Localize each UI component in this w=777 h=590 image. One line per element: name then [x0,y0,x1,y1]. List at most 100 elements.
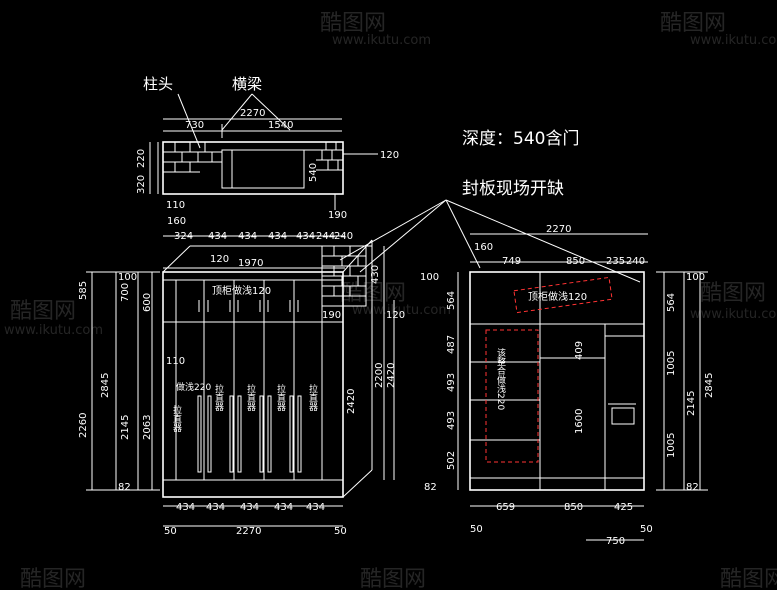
front-inner-width-dim: 1970 [238,258,263,269]
plan-right-dim: 1540 [268,120,293,131]
front-left-offset-dim: 160 [167,216,186,227]
front-right-430-dim: 430 [370,265,381,284]
front-right-120-dim: 120 [386,310,405,321]
beam-label: 横梁 [232,75,262,93]
plan-bottom-right-dim: 190 [328,210,347,221]
watermark-url: www.ikutu.com [352,303,451,318]
section-left-v-5: 502 [446,451,457,470]
front-right-v-2: 2420 [386,363,397,388]
watermark-url: www.ikutu.com [690,307,777,322]
plan-brick-right [316,142,343,171]
front-handles [197,300,302,473]
section-bottom-seg-1: 850 [564,502,583,513]
section-top-seg-1: 850 [566,256,585,267]
front-left-110-dim: 110 [166,356,185,367]
front-right-190-dim: 190 [322,310,341,321]
seal-note: 封板现场开缺 [462,179,564,199]
section-right-dim-lines [656,271,708,491]
front-left-v-6: 2145 [120,415,131,440]
section-top-seg-2: 235 [606,256,625,267]
section-right-v-0: 100 [686,272,705,283]
section-bottom-750-dim: 750 [606,536,625,547]
front-top-120-dim: 120 [210,254,229,265]
section-left-v-3: 493 [446,373,457,392]
drawer-pull-label: 拉直器 [275,383,286,411]
drawer-pull-label: 拉直器 [213,383,224,411]
depth-note: 深度：540含门 [462,129,579,149]
watermark-logo: 酷图网 [340,281,406,306]
front-right-v-1: 2200 [374,363,385,388]
section-left-offset-dim: 160 [474,242,493,253]
front-top-seg-1: 434 [208,231,227,242]
plan-bottom-left-dim: 110 [166,200,185,211]
watermark-logo: 酷图网 [700,281,766,306]
section-total-dim: 2270 [546,224,571,235]
section-view: 2270 160 749 850 235 240 顶柜做浅120 该整合做浅22… [420,224,715,547]
front-left-v-8: 82 [118,482,131,493]
watermark-url: www.ikutu.com [332,33,431,48]
section-right-v-6: 82 [686,482,699,493]
front-top-seg-5: 244 [316,231,335,242]
front-bottom-total-dim: 2270 [236,526,261,537]
front-left-v-1: 585 [78,281,89,300]
front-left-dim-lines [86,271,160,491]
section-top-seg-0: 749 [502,256,521,267]
section-top-seg-3: 240 [626,256,645,267]
section-bottom-right-dim: 50 [640,524,653,535]
front-left-v-2: 700 [120,283,131,302]
section-left-v-1: 564 [446,291,457,310]
section-top-shallow-label: 顶柜做浅120 [528,290,587,303]
section-left-v-0: 100 [420,272,439,283]
front-top-shallow-label: 顶柜做浅120 [212,284,271,297]
section-bottom-seg-2: 425 [614,502,633,513]
front-bottom-right-dim: 50 [334,526,347,537]
section-right-v-5: 1005 [666,433,677,458]
watermark-group: 酷图网 www.ikutu.com 酷图网 www.ikutu.com 酷图网 … [4,11,777,590]
plan-brick-left [163,142,222,173]
section-left-v-6: 82 [424,482,437,493]
front-top-seg-3: 434 [268,231,287,242]
watermark-logo: 酷图网 [10,299,76,324]
section-left-v-4: 493 [446,411,457,430]
front-left-v-0: 100 [118,272,137,283]
watermark-logo: 酷图网 [360,567,426,590]
watermark-url: www.ikutu.com [4,323,103,338]
drawer-pull-label: 拉直器 [245,383,256,411]
front-shallow-220-label: 做浅220 [176,381,211,393]
plan-side-h-dim: 320 [136,175,147,194]
section-right-v-3: 2145 [686,391,697,416]
plan-inner-dim: 540 [308,163,319,182]
section-inner-409: 409 [574,341,585,360]
plan-right-gap-dim: 120 [380,150,399,161]
front-left-v-4: 2845 [100,373,111,398]
front-left-v-5: 2260 [78,413,89,438]
front-bottom-left-dim: 50 [164,526,177,537]
front-bottom-seg-1: 434 [206,502,225,513]
front-left-v-3: 600 [142,293,153,312]
plan-total-dim: 2270 [240,108,265,119]
section-left-v-2: 487 [446,335,457,354]
section-right-v-2: 1005 [666,351,677,376]
front-bottom-seg-3: 434 [274,502,293,513]
front-right-v-0: 2420 [346,389,357,414]
front-bottom-seg-2: 434 [240,502,259,513]
pillar-head-label: 柱头 [143,75,173,93]
section-bottom-seg-0: 659 [496,502,515,513]
note-leader-lines [339,199,641,283]
plan-side-h2-dim: 220 [136,149,147,168]
front-elevation: 160 324 434 434 434 434 244 240 120 1970… [78,216,405,537]
plan-left-dim: 730 [185,120,204,131]
watermark-logo: 酷图网 [660,11,726,36]
section-bottom-left-dim: 50 [470,524,483,535]
front-top-seg-6: 240 [334,231,353,242]
section-right-v-1: 564 [666,293,677,312]
concrete-shallow-label: 该整合做浅220 [495,347,506,411]
front-top-seg-0: 324 [174,231,193,242]
front-top-seg-2: 434 [238,231,257,242]
drawer-pull-label: 拉直器 [307,383,318,411]
plan-view: 柱头 横梁 2270 730 1540 [136,75,399,221]
watermark-logo: 酷图网 [20,567,86,590]
section-right-v-4: 2845 [704,373,715,398]
watermark-logo: 酷图网 [320,11,386,36]
front-brick-right [321,245,367,307]
